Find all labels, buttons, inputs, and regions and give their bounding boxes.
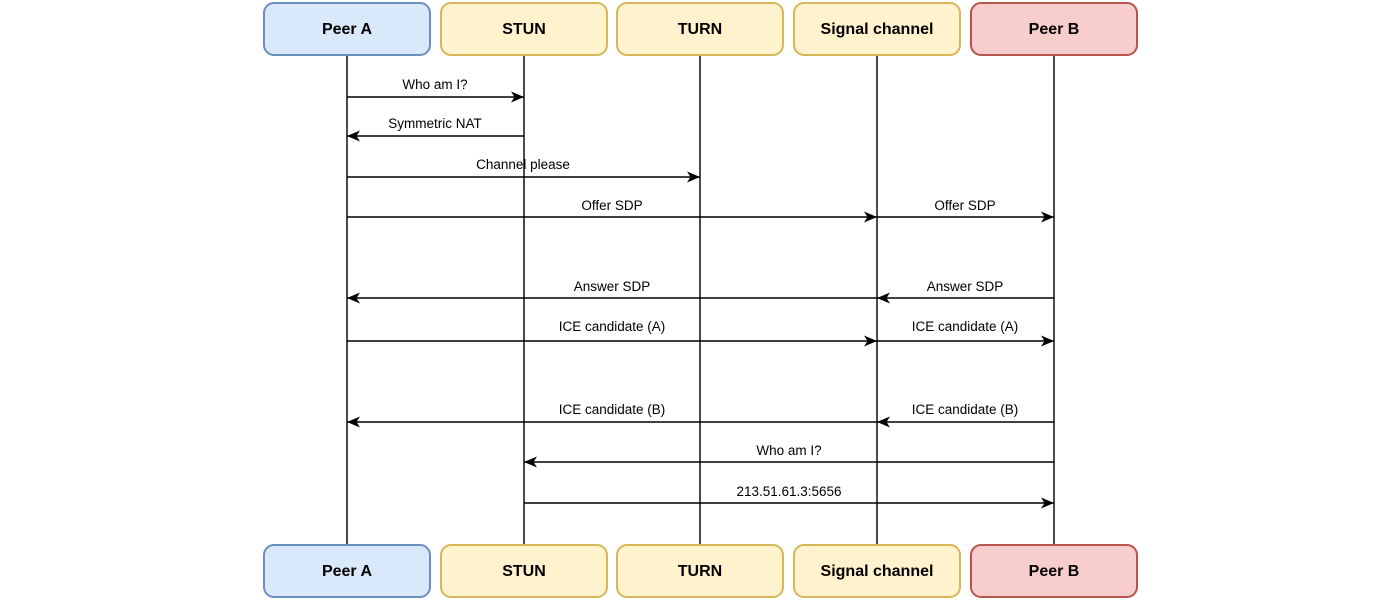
actor-turn-bottom[interactable]: TURN <box>616 544 784 598</box>
msg-public-address: 213.51.61.3:5656 <box>524 484 1054 509</box>
actor-turn-top[interactable]: TURN <box>616 2 784 56</box>
actor-boxes-top: Peer A STUN TURN Signal channel Peer B <box>263 2 1138 56</box>
actor-peer-b-bottom[interactable]: Peer B <box>970 544 1138 598</box>
actor-stun-top[interactable]: STUN <box>440 2 608 56</box>
msg-channel-please-arrowhead <box>687 171 700 183</box>
actor-label-signal-channel: Signal channel <box>821 563 934 580</box>
msg-ice-candidate-a-1-label: ICE candidate (A) <box>559 319 666 334</box>
msg-answer-sdp-b-arrowhead <box>877 292 890 304</box>
actor-stun-bottom[interactable]: STUN <box>440 544 608 598</box>
msg-who-am-i-2-label: Who am I? <box>756 443 821 458</box>
msg-who-am-i-1: Who am I? <box>347 77 524 103</box>
msg-symmetric-nat: Symmetric NAT <box>347 116 524 142</box>
msg-offer-sdp-a-arrowhead <box>864 211 877 223</box>
msg-channel-please: Channel please <box>347 157 700 183</box>
actor-boxes-bottom: Peer A STUN TURN Signal channel Peer B <box>263 544 1138 598</box>
msg-ice-candidate-a-2-label: ICE candidate (A) <box>912 319 1019 334</box>
msg-ice-candidate-a-2-arrowhead <box>1041 335 1054 347</box>
actor-signal-channel-bottom[interactable]: Signal channel <box>793 544 961 598</box>
actor-box-peer-b[interactable] <box>970 2 1138 56</box>
msg-offer-sdp-b-arrowhead <box>1041 211 1054 223</box>
msg-ice-candidate-a-1: ICE candidate (A) <box>347 319 877 347</box>
msg-symmetric-nat-label: Symmetric NAT <box>388 116 482 131</box>
msg-answer-sdp-a-label: Answer SDP <box>574 279 651 294</box>
msg-who-am-i-1-arrowhead <box>511 91 524 103</box>
actor-label-stun: STUN <box>502 21 546 38</box>
msg-answer-sdp-b: Answer SDP <box>877 279 1054 304</box>
actor-label-signal-channel: Signal channel <box>821 21 934 38</box>
actor-box-peer-a[interactable] <box>263 544 431 598</box>
actor-box-peer-b[interactable] <box>970 544 1138 598</box>
actor-label-peer-a: Peer A <box>322 21 373 38</box>
msg-ice-candidate-a-2: ICE candidate (A) <box>877 319 1054 347</box>
msg-ice-candidate-b-2-label: ICE candidate (B) <box>559 402 666 417</box>
msg-offer-sdp-a-label: Offer SDP <box>581 198 642 213</box>
actor-label-turn: TURN <box>678 563 722 580</box>
msg-offer-sdp-b-label: Offer SDP <box>934 198 995 213</box>
msg-offer-sdp-a: Offer SDP <box>347 198 877 223</box>
actor-label-peer-a: Peer A <box>322 563 373 580</box>
msg-ice-candidate-b-1-arrowhead <box>877 416 890 428</box>
msg-who-am-i-1-label: Who am I? <box>402 77 467 92</box>
actor-label-peer-b: Peer B <box>1029 21 1080 38</box>
actor-signal-channel-top[interactable]: Signal channel <box>793 2 961 56</box>
messages-group: Who am I? Symmetric NAT Channel pleaseOffe… <box>347 77 1054 509</box>
msg-ice-candidate-b-1: ICE candidate (B) <box>877 402 1054 428</box>
actor-label-peer-b: Peer B <box>1029 563 1080 580</box>
actor-box-signal-channel[interactable] <box>793 544 961 598</box>
msg-answer-sdp-b-label: Answer SDP <box>927 279 1004 294</box>
msg-ice-candidate-b-2-arrowhead <box>347 416 360 428</box>
actor-box-peer-a[interactable] <box>263 2 431 56</box>
msg-offer-sdp-b: Offer SDP <box>877 198 1054 223</box>
msg-answer-sdp-a: Answer SDP <box>347 279 877 304</box>
msg-who-am-i-2-arrowhead <box>524 456 537 468</box>
msg-ice-candidate-b-1-label: ICE candidate (B) <box>912 402 1019 417</box>
msg-channel-please-label: Channel please <box>476 157 570 172</box>
actor-box-turn[interactable] <box>616 2 784 56</box>
msg-public-address-label: 213.51.61.3:5656 <box>736 484 841 499</box>
msg-public-address-arrowhead <box>1041 497 1054 509</box>
actor-label-turn: TURN <box>678 21 722 38</box>
actor-box-stun[interactable] <box>440 544 608 598</box>
msg-ice-candidate-b-2: ICE candidate (B) <box>347 402 877 428</box>
actor-peer-a-bottom[interactable]: Peer A <box>263 544 431 598</box>
msg-who-am-i-2: Who am I? <box>524 443 1054 468</box>
actor-box-signal-channel[interactable] <box>793 2 961 56</box>
msg-ice-candidate-a-1-arrowhead <box>864 335 877 347</box>
msg-symmetric-nat-arrowhead <box>347 130 360 142</box>
actor-box-stun[interactable] <box>440 2 608 56</box>
actor-label-stun: STUN <box>502 563 546 580</box>
actor-peer-a-top[interactable]: Peer A <box>263 2 431 56</box>
actor-peer-b-top[interactable]: Peer B <box>970 2 1138 56</box>
msg-answer-sdp-a-arrowhead <box>347 292 360 304</box>
actor-box-turn[interactable] <box>616 544 784 598</box>
